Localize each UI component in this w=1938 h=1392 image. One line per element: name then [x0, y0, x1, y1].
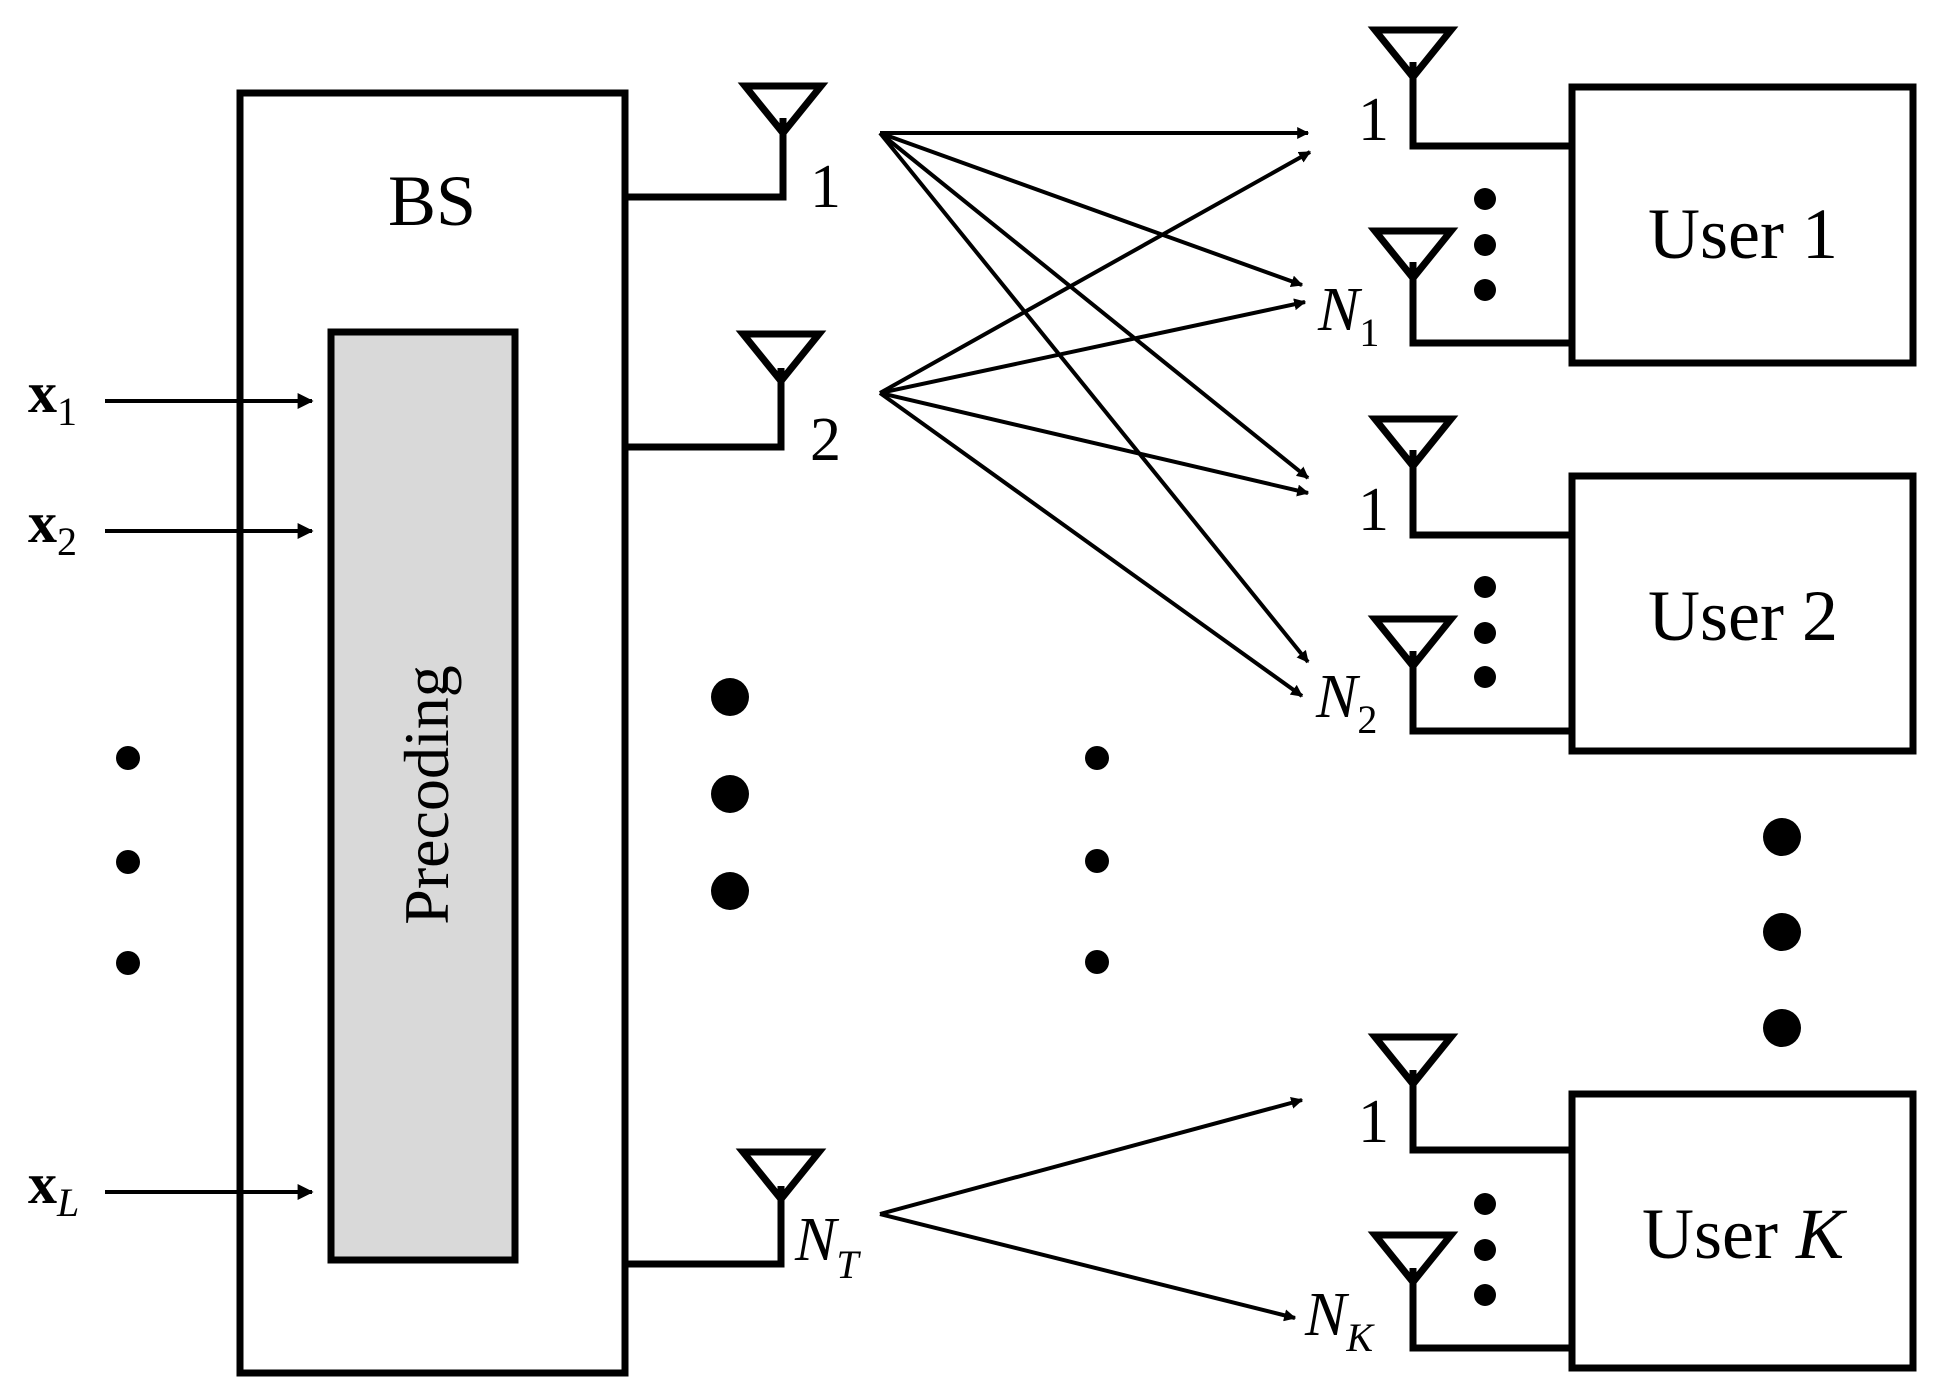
input-label-1: x1: [28, 360, 77, 434]
channel-links-antenna-1: [878, 127, 1310, 664]
bs-antenna-1-icon: [626, 82, 829, 201]
bs-antenna-nt-label: NT: [794, 1206, 861, 1287]
user-1-antenna-ellipsis: [1474, 188, 1496, 301]
user-2-box: [1568, 472, 1917, 755]
bs-antenna-ellipsis: [711, 678, 749, 910]
bs-antenna-nt-icon: [626, 1148, 827, 1268]
user-1-antenna-n-label: N1: [1317, 276, 1379, 355]
user-k-antenna-ellipsis: [1474, 1193, 1496, 1306]
user-2-antenna-1-label: 1: [1358, 476, 1389, 544]
input-ellipsis: [116, 746, 140, 975]
user-2-antenna-ellipsis: [1474, 576, 1496, 688]
user-1-antenna-n-icon: [1367, 227, 1572, 347]
user-1-antenna-1-icon: [1367, 26, 1572, 150]
user-k-antenna-n-icon: [1367, 1231, 1572, 1352]
channel-links-antenna-nt: [879, 1097, 1304, 1322]
channel-ellipsis: [1085, 746, 1109, 974]
input-label-2: x2: [28, 490, 77, 564]
user-k-antenna-1-label: 1: [1358, 1088, 1389, 1156]
channel-links-antenna-2: [878, 150, 1312, 698]
user-k-box: [1568, 1090, 1917, 1372]
users-ellipsis: [1763, 818, 1801, 1047]
user-2-antenna-n-icon: [1367, 615, 1572, 735]
base-station-title: BS: [388, 161, 476, 241]
bs-antenna-1-label: 1: [810, 153, 841, 221]
user-k-antenna-n-label: NK: [1304, 1281, 1375, 1360]
user-1-antenna-1-label: 1: [1358, 86, 1389, 154]
user-2-label: User 2: [1648, 576, 1838, 656]
user-1-label: User 1: [1648, 194, 1838, 274]
user-k-antenna-1-icon: [1367, 1033, 1572, 1154]
precoding-block: [327, 328, 519, 1264]
bs-antenna-2-label: 2: [810, 406, 841, 474]
bs-antenna-2-icon: [626, 330, 827, 451]
input-label-L: xL: [28, 1151, 79, 1225]
user-k-label: User K: [1642, 1194, 1848, 1274]
precoding-label: Precoding: [391, 665, 462, 925]
base-station-box: [236, 89, 629, 1377]
user-1-box: [1568, 83, 1917, 367]
user-2-antenna-n-label: N2: [1315, 663, 1377, 742]
user-2-antenna-1-icon: [1367, 415, 1572, 539]
